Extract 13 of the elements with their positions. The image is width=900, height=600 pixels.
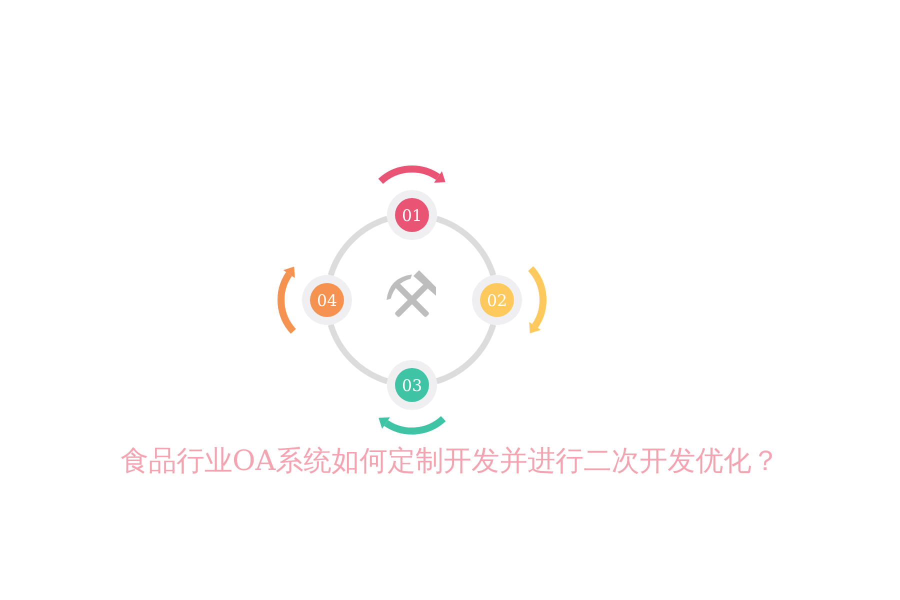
number-circle [472,275,522,325]
ring-connector [328,324,388,384]
title: 食品行业OA系统如何定制开发并进行二次开发优化？ [119,443,781,479]
ring-connector [328,216,388,276]
step-number: 01 [395,198,429,232]
step-number: 03 [395,368,429,402]
step-number: 02 [480,283,514,317]
step-number: 04 [310,283,344,317]
number-circle [387,360,437,410]
ring-connector [436,216,496,276]
number-circle [302,275,352,325]
number-circle [387,190,437,240]
ring-connector [436,324,496,384]
